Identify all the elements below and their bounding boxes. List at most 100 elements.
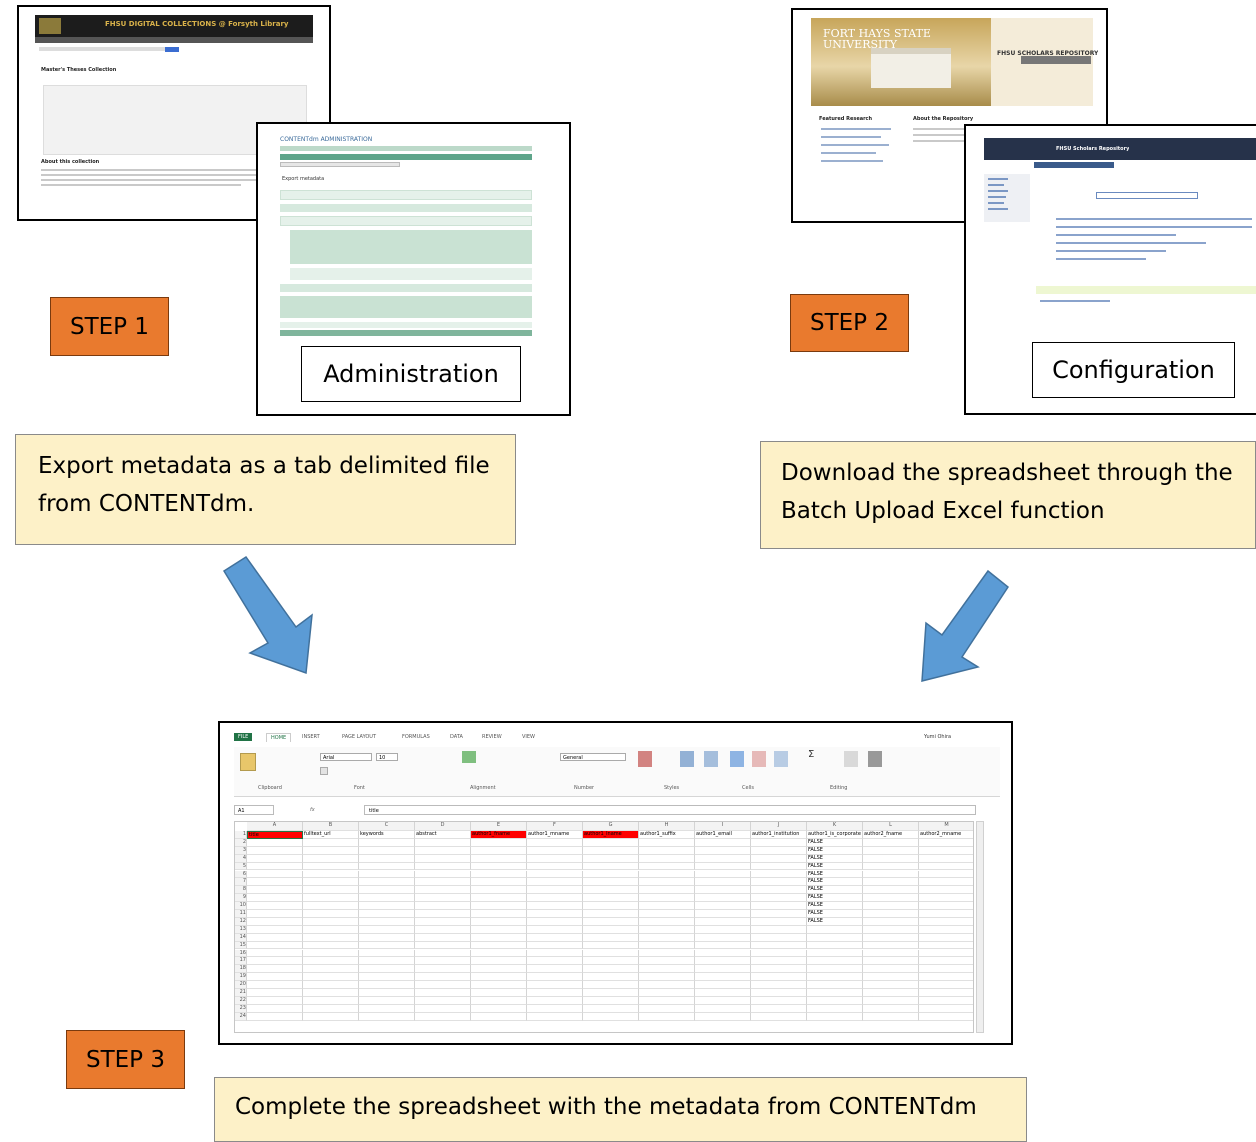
cell[interactable] (527, 925, 583, 934)
cell[interactable] (359, 925, 415, 934)
cell[interactable] (359, 854, 415, 863)
cell[interactable] (695, 886, 751, 895)
cell-styles-icon[interactable] (704, 751, 718, 767)
cell[interactable] (471, 886, 527, 895)
cell[interactable] (919, 855, 973, 863)
cell[interactable] (695, 989, 751, 997)
cell[interactable]: FALSE (807, 878, 863, 887)
cell[interactable] (359, 949, 415, 958)
cell[interactable] (919, 847, 973, 855)
cell[interactable] (303, 949, 359, 958)
cell[interactable] (751, 1012, 807, 1021)
cell[interactable] (807, 949, 863, 958)
cell[interactable] (471, 933, 527, 942)
row-header[interactable]: 21 (235, 989, 247, 997)
cell[interactable] (695, 854, 751, 863)
cell[interactable] (415, 838, 471, 847)
cell[interactable] (919, 957, 973, 966)
cell[interactable] (471, 957, 527, 966)
cell[interactable] (527, 917, 583, 926)
cell[interactable] (695, 949, 751, 958)
column-header[interactable]: B (303, 822, 359, 831)
row-header[interactable]: 13 (235, 925, 247, 934)
cell[interactable] (527, 996, 583, 1005)
cell[interactable] (471, 910, 527, 918)
row-header[interactable]: 8 (235, 886, 247, 895)
cell[interactable] (415, 965, 471, 974)
cell[interactable] (919, 934, 973, 942)
cell[interactable] (359, 996, 415, 1005)
cell[interactable] (471, 1012, 527, 1021)
cell[interactable]: FALSE (807, 886, 863, 895)
cell[interactable] (583, 989, 639, 997)
row-header[interactable]: 11 (235, 910, 247, 918)
row-header[interactable]: 22 (235, 996, 247, 1005)
cell[interactable] (415, 989, 471, 997)
cell[interactable] (247, 1012, 303, 1021)
cell[interactable] (863, 902, 919, 910)
delete-icon[interactable] (752, 751, 766, 767)
cell[interactable] (359, 862, 415, 871)
cell[interactable] (527, 838, 583, 847)
cell[interactable] (639, 870, 695, 879)
cell[interactable] (247, 878, 303, 887)
cell[interactable] (247, 957, 303, 966)
cell[interactable] (639, 910, 695, 918)
cell[interactable] (527, 846, 583, 855)
cell[interactable] (471, 878, 527, 887)
cell[interactable] (471, 917, 527, 926)
cell[interactable] (247, 854, 303, 863)
cell[interactable] (583, 949, 639, 958)
cell[interactable] (303, 886, 359, 895)
cell[interactable] (863, 878, 919, 887)
cell[interactable] (807, 965, 863, 974)
cell[interactable] (639, 886, 695, 895)
cell[interactable] (471, 941, 527, 950)
row-header[interactable]: 14 (235, 933, 247, 942)
cell[interactable] (919, 839, 973, 847)
cell[interactable]: FALSE (807, 854, 863, 863)
cell[interactable] (639, 989, 695, 997)
cell[interactable] (359, 1004, 415, 1013)
cell[interactable] (527, 957, 583, 966)
cell[interactable] (415, 996, 471, 1005)
cell[interactable] (695, 894, 751, 903)
cell[interactable] (863, 933, 919, 942)
cell[interactable] (863, 854, 919, 863)
cell[interactable] (639, 941, 695, 950)
cell[interactable]: FALSE (807, 917, 863, 926)
cell[interactable] (303, 894, 359, 903)
cell[interactable] (751, 910, 807, 918)
cell[interactable] (415, 925, 471, 934)
cell[interactable] (527, 854, 583, 863)
cell[interactable] (247, 862, 303, 871)
cell[interactable]: FALSE (807, 838, 863, 847)
cell[interactable] (919, 910, 973, 918)
cell[interactable] (471, 838, 527, 847)
cell[interactable] (527, 870, 583, 879)
vertical-scrollbar[interactable] (976, 821, 984, 1033)
row-header[interactable]: 6 (235, 870, 247, 879)
cell[interactable] (639, 1012, 695, 1021)
cell[interactable] (303, 941, 359, 950)
cell[interactable] (919, 989, 973, 997)
cell[interactable] (415, 1012, 471, 1021)
cell[interactable] (415, 941, 471, 950)
cell[interactable] (695, 862, 751, 871)
cell[interactable] (863, 949, 919, 958)
cell[interactable] (303, 902, 359, 910)
cell[interactable] (751, 886, 807, 895)
cell[interactable] (359, 981, 415, 989)
cell[interactable] (807, 989, 863, 997)
cell[interactable] (527, 1004, 583, 1013)
header-cell[interactable]: author1_email (695, 831, 751, 839)
cell[interactable] (863, 894, 919, 903)
cell[interactable] (583, 933, 639, 942)
cell[interactable] (695, 933, 751, 942)
column-header[interactable]: A (247, 822, 303, 831)
cell[interactable] (695, 973, 751, 982)
cell[interactable] (695, 941, 751, 950)
cell[interactable] (807, 957, 863, 966)
row-header[interactable]: 1 (235, 831, 247, 839)
cell[interactable]: FALSE (807, 894, 863, 903)
